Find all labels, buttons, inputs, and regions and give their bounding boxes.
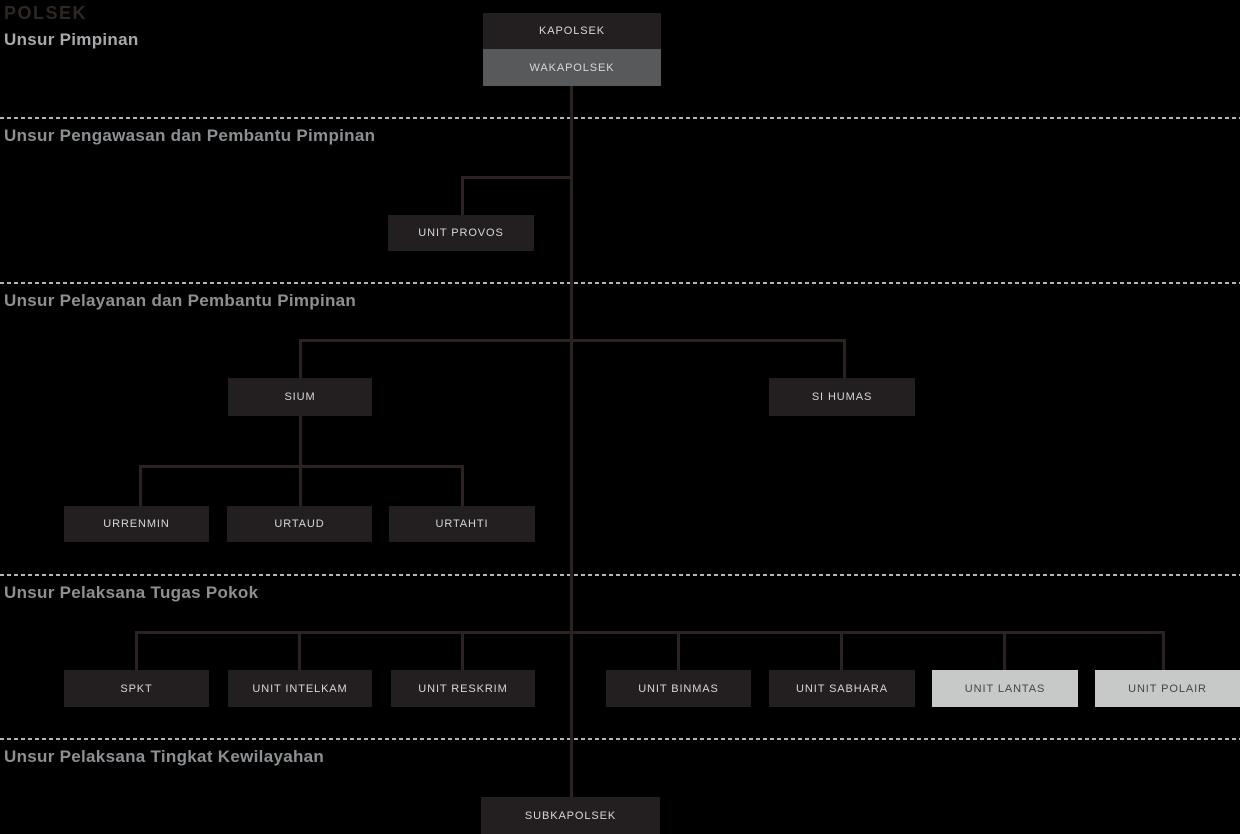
node-spkt: SPKT [64,670,209,707]
node-urtaud: URTAUD [227,506,372,542]
node-kapolsek: KAPOLSEK [483,13,661,49]
node-unit-reskrim: UNIT RESKRIM [391,670,535,707]
section-divider-2 [0,282,1240,284]
node-unit-polair: UNIT POLAIR [1095,670,1240,707]
connector-row4-horizontal [135,631,1165,634]
node-unit-provos: UNIT PROVOS [388,215,534,251]
connector-sihumas-drop [843,339,846,378]
node-unit-sabhara: UNIT SABHARA [769,670,915,707]
connector-intelkam-drop [298,631,301,670]
node-si-humas: SI HUMAS [769,378,915,416]
connector-provos-drop [461,176,464,215]
node-subkapolsek: SUBKAPOLSEK [481,797,660,834]
section-label-pengawasan: Unsur Pengawasan dan Pembantu Pimpinan [4,126,376,145]
connector-reskrim-drop [461,631,464,670]
page-title: POLSEK [4,3,88,23]
connector-provos-horizontal [461,176,572,179]
connector-spkt-drop [135,631,138,670]
node-urrenmin: URRENMIN [64,506,209,542]
section-divider-4 [0,738,1240,740]
connector-sium-down [299,416,302,466]
connector-sium-drop [299,339,302,378]
section-divider-1 [0,117,1240,119]
connector-row3-horizontal [299,339,846,342]
connector-urtahti-drop [461,465,464,506]
connector-main-trunk [570,86,573,797]
connector-binmas-drop [677,631,680,670]
section-label-pelayanan: Unsur Pelayanan dan Pembantu Pimpinan [4,291,357,310]
section-label-pimpinan: Unsur Pimpinan [4,30,139,49]
section-label-pelaksana-tugas-pokok: Unsur Pelaksana Tugas Pokok [4,583,259,602]
connector-sabhara-drop [840,631,843,670]
connector-urrenmin-drop [139,465,142,506]
node-wakapolsek: WAKAPOLSEK [483,49,661,86]
section-divider-3 [0,574,1240,576]
section-label-pelaksana-kewilayahan: Unsur Pelaksana Tingkat Kewilayahan [4,747,325,766]
node-sium: SIUM [228,378,372,416]
connector-urtaud-drop [299,465,302,506]
connector-polair-drop [1162,631,1165,670]
node-unit-binmas: UNIT BINMAS [606,670,751,707]
node-unit-intelkam: UNIT INTELKAM [228,670,372,707]
node-unit-lantas: UNIT LANTAS [932,670,1078,707]
node-urtahti: URTAHTI [389,506,535,542]
connector-lantas-drop [1003,631,1006,670]
